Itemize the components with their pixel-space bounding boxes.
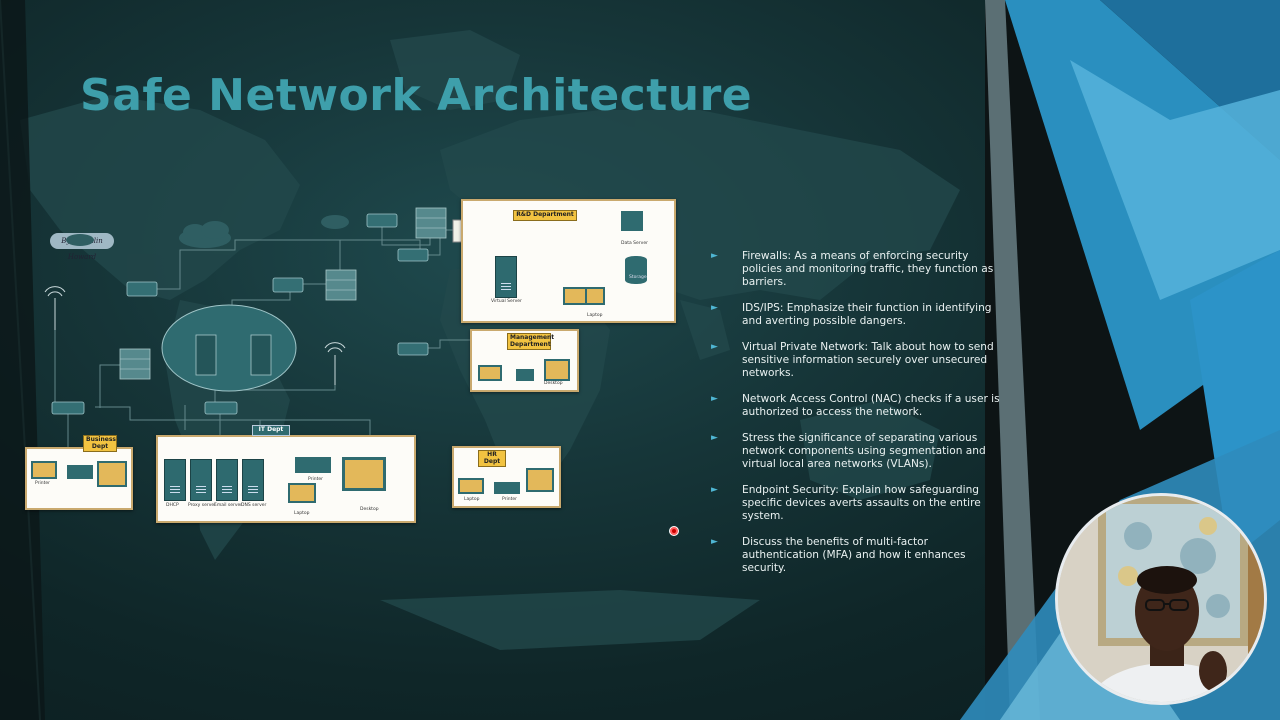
dns-server-icon [242, 459, 264, 501]
antenna-icon [44, 286, 346, 385]
dns-server-label: DNS server [241, 503, 267, 508]
it-department-label: IT Dept [252, 425, 290, 436]
brick-wall-icon [119, 207, 447, 380]
desktop-icon [544, 359, 570, 381]
desktop-icon [342, 457, 386, 491]
bullet-item: ►Network Access Control (NAC) checks if … [711, 393, 1000, 418]
bullet-item: ►Virtual Private Network: Talk about how… [711, 341, 994, 379]
hr-department-label: HR Dept [478, 450, 506, 468]
bullet-item: ►Stress the significance of separating v… [711, 432, 986, 470]
presenter-video [1058, 496, 1264, 702]
dhcp-label: DHCP [166, 503, 179, 508]
pointer-dot-icon [669, 526, 679, 536]
printer-icon [516, 369, 534, 381]
virtual-server-icon [495, 256, 517, 298]
desktop-label: Desktop [544, 381, 563, 386]
bullet-item: ►Firewalls: As a means of enforcing secu… [711, 250, 994, 288]
it-department-box: IT Dept DHCP Proxy server Email server D… [156, 425, 416, 523]
business-department-box: Business Dept Printer [25, 435, 133, 510]
printer-icon [67, 465, 93, 479]
proxy-server-icon [190, 459, 212, 501]
laptop-icon [478, 365, 502, 381]
desktop-icon [97, 461, 127, 487]
proxy-server-label: Proxy server [188, 503, 217, 508]
triangle-right-icon: ► [711, 394, 718, 404]
management-department-box: Management Department Desktop [470, 329, 579, 392]
triangle-right-icon: ► [711, 342, 718, 352]
bullet-item: ►Discuss the benefits of multi-factor au… [711, 536, 966, 574]
printer-label: Printer [308, 477, 323, 482]
network-icons-layer [44, 207, 468, 415]
laptop-icon [288, 483, 316, 503]
left-edge-panel [0, 0, 45, 720]
bullet-item: ►Endpoint Security: Explain how safeguar… [711, 484, 981, 522]
rnd-department-box: R&D Department Virtual Server Data Serve… [461, 199, 676, 323]
email-server-label: Email server [214, 503, 243, 508]
cloud-icon [66, 215, 349, 248]
storage-label: Storage [629, 275, 647, 280]
data-server-icon [621, 211, 643, 231]
printer-icon [494, 482, 520, 494]
virtual-server-label: Virtual Server [491, 299, 522, 304]
presenter-webcam [1055, 493, 1267, 705]
rnd-department-label: R&D Department [513, 210, 577, 221]
desktop-icon [585, 287, 605, 305]
dhcp-server-icon [164, 459, 186, 501]
dmz-core [161, 304, 297, 392]
desktop-label: Desktop [360, 507, 379, 512]
triangle-right-icon: ► [711, 303, 718, 313]
laptop-icon [31, 461, 57, 479]
desktop-icon [526, 468, 554, 492]
bullet-list: ►Firewalls: As a means of enforcing secu… [708, 250, 1008, 588]
laptop-icon [458, 478, 484, 494]
hr-department-box: HR Dept Laptop Printer [452, 446, 561, 508]
laptop-label: Laptop [464, 497, 480, 502]
triangle-right-icon: ► [711, 485, 718, 495]
bullet-item: ►IDS/IPS: Emphasize their function in id… [711, 302, 992, 327]
laptop-label: Laptop [587, 313, 603, 318]
printer-label: Printer [502, 497, 517, 502]
storage-icon [625, 256, 647, 284]
business-department-label: Business Dept [83, 435, 117, 453]
triangle-right-icon: ► [711, 251, 718, 261]
laptop-icon [563, 287, 587, 305]
triangle-right-icon: ► [711, 537, 718, 547]
email-server-icon [216, 459, 238, 501]
laptop-label: Laptop [294, 511, 310, 516]
printer-icon [295, 457, 331, 473]
triangle-right-icon: ► [711, 433, 718, 443]
data-server-label: Data Server [621, 241, 648, 246]
management-department-label: Management Department [507, 333, 554, 351]
slide-title: Safe Network Architecture [80, 70, 753, 121]
printer-label: Printer [35, 481, 50, 486]
